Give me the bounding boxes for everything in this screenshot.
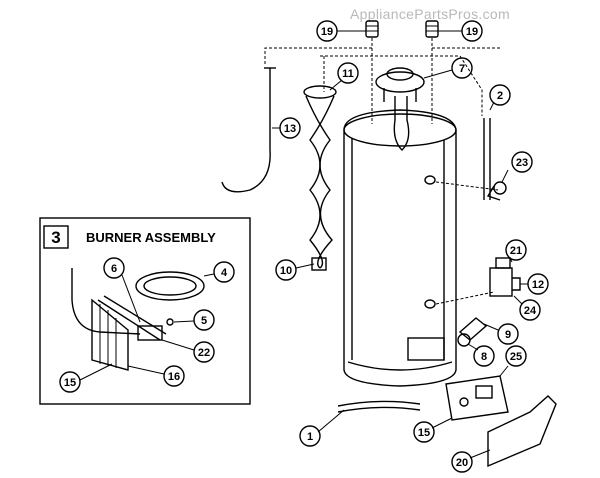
- svg-text:24: 24: [524, 305, 537, 317]
- svg-text:15: 15: [418, 427, 430, 439]
- nipple-fitting-right: [425, 20, 439, 38]
- svg-text:9: 9: [505, 329, 511, 341]
- svg-text:20: 20: [456, 457, 468, 469]
- callout-15a: 15: [59, 363, 113, 393]
- svg-text:5: 5: [201, 315, 207, 327]
- clamp-part: [486, 181, 507, 201]
- callout-13: 13: [272, 117, 301, 139]
- upper-port: [424, 175, 436, 185]
- svg-text:1: 1: [307, 431, 313, 443]
- svg-text:11: 11: [342, 68, 354, 80]
- callout-6: 6: [103, 257, 141, 323]
- flue-top-part: [375, 67, 425, 151]
- anode-rod-part: [303, 85, 337, 271]
- svg-text:23: 23: [516, 157, 528, 169]
- callout-4: 4: [203, 261, 235, 283]
- svg-text:15: 15: [64, 377, 76, 389]
- callout-15b: 15: [413, 417, 453, 443]
- callout-24: 24: [513, 295, 541, 321]
- burner-assembly-inset: 3 BURNER ASSEMBLY: [39, 217, 251, 405]
- callout-19b: 19: [438, 20, 483, 42]
- callout-11: 11: [329, 62, 359, 91]
- inset-title: BURNER ASSEMBLY: [86, 230, 216, 245]
- callout-7: 7: [423, 57, 473, 79]
- access-opening: [407, 337, 445, 361]
- lower-port: [424, 299, 436, 309]
- svg-text:25: 25: [510, 351, 522, 363]
- elbow-fitting-part: [457, 317, 488, 347]
- svg-text:2: 2: [497, 90, 503, 102]
- inset-number: 3: [51, 228, 60, 247]
- callout-9: 9: [483, 323, 519, 345]
- svg-text:12: 12: [532, 279, 544, 291]
- callout-23: 23: [501, 151, 533, 183]
- svg-text:4: 4: [221, 267, 228, 279]
- callout-25: 25: [499, 345, 527, 377]
- watermark-text: AppliancePartsPros.com: [350, 6, 510, 22]
- tank: [343, 109, 457, 387]
- callout-22: 22: [161, 339, 215, 363]
- gas-control-part: [489, 257, 521, 297]
- svg-text:16: 16: [168, 371, 180, 383]
- callout-20: 20: [451, 449, 491, 473]
- callout-21: 21: [505, 239, 527, 263]
- callout-2: 2: [489, 84, 511, 111]
- outer-door-part: [445, 375, 509, 421]
- svg-text:19: 19: [466, 26, 478, 38]
- callout-8: 8: [467, 343, 495, 367]
- svg-text:13: 13: [284, 123, 296, 135]
- svg-text:10: 10: [280, 265, 292, 277]
- callout-1: 1: [299, 409, 345, 447]
- svg-text:22: 22: [198, 347, 210, 359]
- base-skirt-part: [337, 400, 421, 413]
- shield-part: [487, 395, 557, 468]
- callout-5: 5: [173, 309, 215, 331]
- svg-text:6: 6: [111, 263, 117, 275]
- nipple-fitting-left: [365, 20, 379, 38]
- svg-text:7: 7: [459, 63, 465, 75]
- callout-16: 16: [127, 365, 185, 387]
- callout-19a: 19: [316, 20, 366, 42]
- relief-tube-part: [483, 118, 491, 200]
- callout-12: 12: [520, 273, 549, 295]
- svg-text:21: 21: [510, 245, 522, 257]
- callout-10: 10: [275, 259, 315, 281]
- dip-tube-part: [221, 68, 271, 193]
- svg-text:19: 19: [321, 26, 333, 38]
- svg-text:8: 8: [481, 351, 487, 363]
